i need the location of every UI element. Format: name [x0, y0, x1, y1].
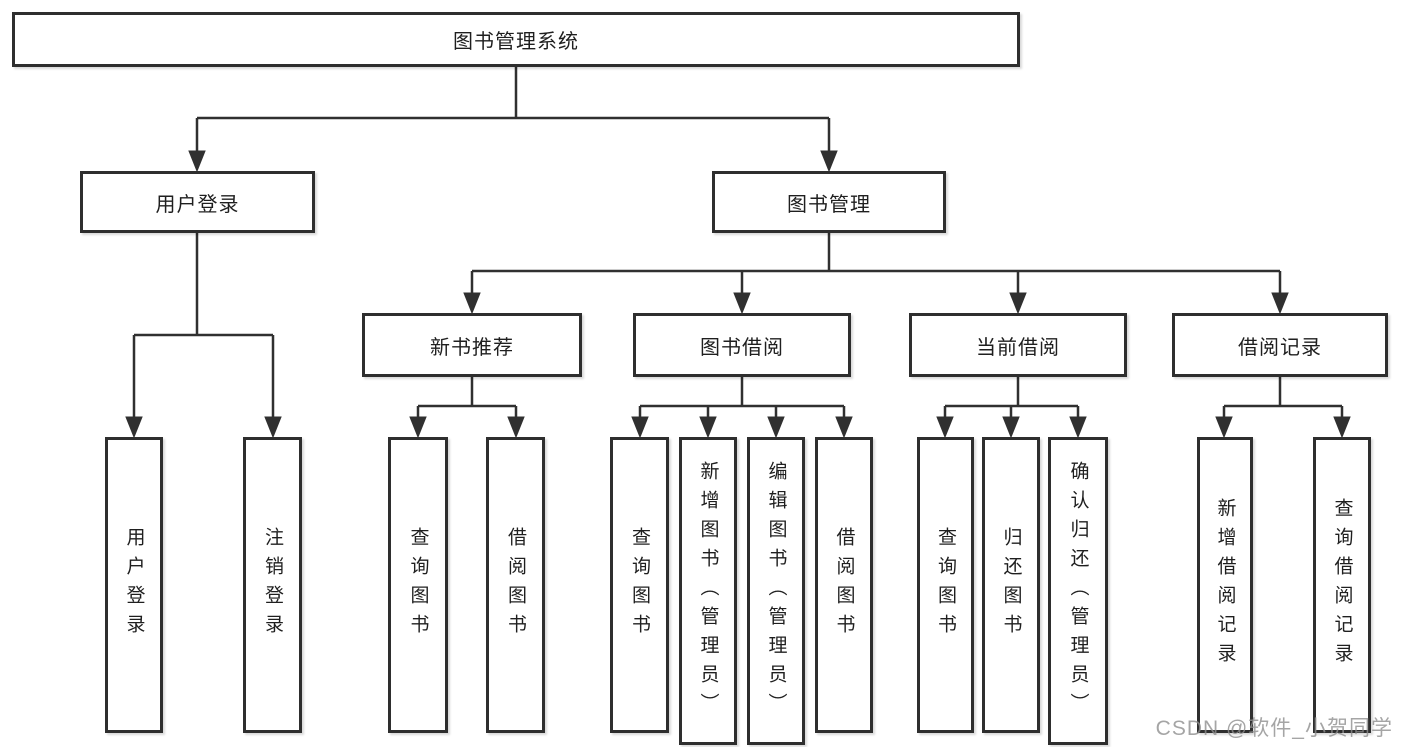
- leaf-label: 新增借阅记录: [1214, 498, 1236, 672]
- arrowhead: [936, 416, 954, 439]
- edge-book-borrowing-to-leaves: [631, 377, 853, 439]
- leaf-label: 归还图书: [1000, 527, 1022, 643]
- arrowhead: [733, 292, 751, 315]
- csdn-watermark: CSDN @软件_小贺同学: [1155, 717, 1393, 740]
- arrowhead: [1009, 292, 1027, 315]
- arrowhead: [1069, 416, 1087, 439]
- node-label: 图书借阅: [700, 336, 784, 359]
- leaf-query-borrow-record: 查询借阅记录: [1313, 437, 1371, 733]
- leaf-add-books-admin: 新增图书（管理员）: [679, 437, 737, 745]
- arrowhead: [264, 416, 282, 439]
- edge-current-borrowing-to-leaves: [936, 377, 1087, 439]
- leaf-borrow-books-b: 借阅图书: [815, 437, 873, 733]
- node-library-management-system: 图书管理系统: [12, 12, 1020, 67]
- leaf-query-books-c: 查询图书: [917, 437, 974, 733]
- arrowhead: [507, 416, 525, 439]
- arrowhead: [631, 416, 649, 439]
- arrowhead: [1333, 416, 1351, 439]
- leaf-return-books: 归还图书: [982, 437, 1040, 733]
- leaf-add-borrow-record: 新增借阅记录: [1197, 437, 1253, 733]
- leaf-label: 查询借阅记录: [1331, 498, 1353, 672]
- leaf-label: 确认归还（管理员）: [1067, 460, 1089, 722]
- leaf-edit-books-admin: 编辑图书（管理员）: [747, 437, 805, 745]
- leaf-user-login: 用户登录: [105, 437, 163, 733]
- arrowhead: [699, 416, 717, 439]
- node-user-login: 用户登录: [80, 171, 315, 233]
- leaf-label: 查询图书: [407, 527, 429, 643]
- leaf-confirm-return-admin: 确认归还（管理员）: [1048, 437, 1108, 745]
- node-current-borrowing: 当前借阅: [909, 313, 1127, 377]
- node-label: 借阅记录: [1238, 336, 1322, 359]
- leaf-label: 用户登录: [123, 527, 145, 643]
- arrowhead: [1215, 416, 1233, 439]
- leaf-label: 新增图书（管理员）: [697, 460, 719, 722]
- node-label: 图书管理: [787, 193, 871, 216]
- arrowhead: [835, 416, 853, 439]
- edge-book-management-to-level3: [463, 233, 1289, 315]
- leaf-logout-login: 注销登录: [243, 437, 302, 733]
- leaf-label: 查询图书: [935, 527, 956, 643]
- arrowhead: [767, 416, 785, 439]
- node-borrowing-records: 借阅记录: [1172, 313, 1388, 377]
- arrowhead: [1271, 292, 1289, 315]
- leaf-label: 借阅图书: [833, 527, 855, 643]
- leaf-query-books-b: 查询图书: [610, 437, 669, 733]
- edge-user-login-to-leaves: [125, 233, 282, 439]
- node-label: 用户登录: [155, 193, 240, 216]
- edge-root-to-level2: [188, 66, 838, 173]
- node-label: 当前借阅: [976, 336, 1060, 359]
- arrowhead: [188, 150, 206, 173]
- leaf-label: 注销登录: [262, 527, 283, 643]
- arrowhead: [463, 292, 481, 315]
- node-label: 新书推荐: [430, 336, 514, 359]
- edge-new-book-recommendation-to-leaves: [409, 377, 525, 439]
- node-book-borrowing: 图书借阅: [633, 313, 851, 377]
- leaf-label: 借阅图书: [505, 527, 526, 643]
- node-new-book-recommendation: 新书推荐: [362, 313, 582, 377]
- leaf-label: 编辑图书（管理员）: [765, 460, 787, 722]
- arrowhead: [409, 416, 427, 439]
- node-book-management: 图书管理: [712, 171, 946, 233]
- edge-borrowing-records-to-leaves: [1215, 377, 1351, 439]
- arrowhead: [1002, 416, 1020, 439]
- leaf-query-books-a: 查询图书: [388, 437, 448, 733]
- arrowhead: [125, 416, 143, 439]
- leaf-borrow-books-a: 借阅图书: [486, 437, 545, 733]
- leaf-label: 查询图书: [629, 527, 650, 643]
- arrowhead: [820, 150, 838, 173]
- node-label: 图书管理系统: [453, 31, 579, 53]
